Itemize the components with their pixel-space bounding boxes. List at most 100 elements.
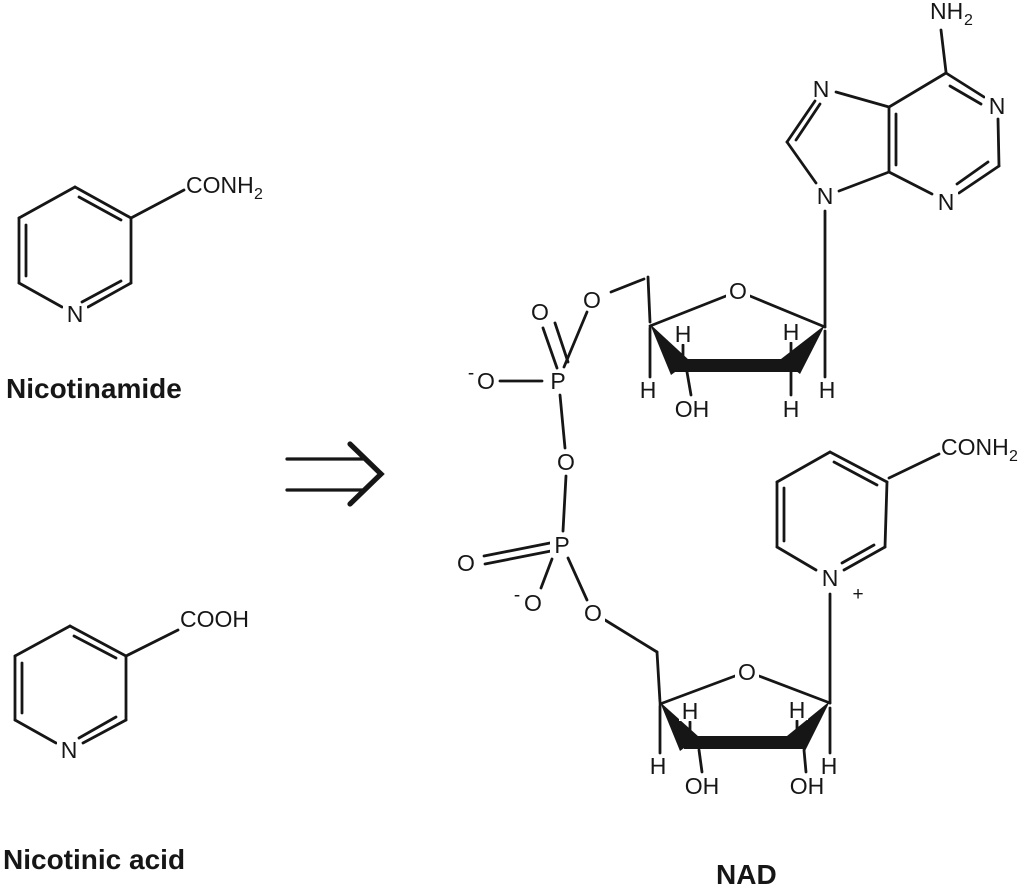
bond (785, 99, 817, 144)
double-bond (77, 715, 118, 740)
bond (17, 185, 77, 220)
label-backdrop (679, 701, 701, 721)
ribose-hydrogen-label: H (819, 377, 836, 403)
bond (561, 474, 568, 533)
wedge-bond (787, 701, 830, 751)
pyrophosphate-bonds (482, 310, 662, 704)
double-bond (80, 279, 123, 304)
pyridinium-nitrogen-label: N (822, 565, 839, 591)
bond (655, 650, 662, 704)
pyridine-ring-bonds (17, 185, 186, 309)
label-backdrop (735, 662, 759, 682)
label-backdrop (474, 371, 498, 391)
double-bond (482, 541, 552, 558)
label-backdrop (637, 380, 659, 400)
bond (603, 618, 659, 654)
amide-group-subscript: 2 (254, 186, 263, 203)
double-bond (948, 84, 983, 106)
pyridine-ring-bonds (13, 624, 180, 745)
label-backdrop (647, 756, 669, 776)
label-backdrop (63, 304, 87, 324)
nicotinic-acid-structure: N COOH Nicotinic acid (3, 606, 249, 875)
label-backdrop (809, 79, 833, 99)
pyridinium-ring-bonds (775, 450, 941, 705)
label-backdrop (780, 399, 802, 419)
charge-plus-label: + (852, 584, 863, 605)
double-bond (483, 549, 553, 566)
bond (957, 164, 1001, 195)
bond (648, 294, 728, 328)
label-backdrop (818, 756, 840, 776)
adenine-n3-label: N (938, 189, 955, 215)
carboxyl-group-label: COOH (180, 606, 249, 632)
wedge-bond (781, 325, 825, 374)
bond (785, 140, 818, 185)
label-backdrop (546, 371, 570, 391)
bond (68, 624, 128, 658)
label-backdrop (818, 568, 842, 588)
label-backdrop (57, 740, 81, 760)
bond (944, 71, 986, 99)
label-backdrop (580, 290, 604, 310)
double-bond (541, 326, 559, 370)
nicotinic-acid-title: Nicotinic acid (3, 844, 185, 875)
label-backdrop (786, 700, 808, 720)
reaction-arrow (285, 441, 385, 507)
nicotinamide-ribose-bonds (658, 674, 832, 774)
bond (887, 71, 948, 109)
bond (828, 450, 889, 484)
double-bond (955, 160, 990, 186)
label-backdrop (682, 776, 722, 796)
hydroxyl-label: OH (685, 773, 720, 799)
amide-group-subscript: 2 (1009, 448, 1018, 465)
charge-minus-label: - (514, 585, 520, 606)
nad-title: NAD (716, 859, 777, 890)
bond (802, 748, 808, 774)
double-bond (77, 195, 123, 222)
phosphoryl-oxygen-label: O (531, 299, 549, 325)
double-bond (794, 102, 822, 142)
bridge-oxygen-label: O (557, 449, 575, 475)
bond (13, 718, 58, 745)
bond (566, 556, 589, 602)
adenosine-ribose-bonds (609, 275, 827, 397)
bold-bond (674, 359, 798, 372)
nad-atom-labels: NH 2 N N N N O O O - O P O P O - O O H H… (457, 0, 1018, 799)
bond (13, 624, 72, 658)
oxide-oxygen-label: O (524, 590, 542, 616)
amide-group-label: CONH (186, 172, 254, 198)
charge-minus-label: - (468, 363, 474, 384)
bond (939, 28, 948, 74)
bond (775, 450, 832, 484)
bond (124, 628, 180, 658)
nad-structure: NH 2 N N N N O O O - O P O P O - O O H H… (454, 0, 1018, 890)
bond (658, 674, 737, 706)
label-backdrop (550, 535, 574, 555)
bond (757, 674, 832, 705)
label-backdrop (528, 302, 552, 322)
adenine-n9-label: N (817, 183, 834, 209)
label-backdrop (554, 452, 578, 472)
double-bond (840, 543, 876, 565)
bond (646, 275, 652, 324)
bond (834, 90, 891, 109)
label-backdrop (454, 553, 478, 573)
bond (748, 294, 827, 329)
double-bond (72, 634, 118, 660)
hydroxyl-label: OH (790, 773, 825, 799)
label-backdrop (672, 324, 694, 344)
bond (73, 185, 133, 220)
label-backdrop (934, 192, 958, 212)
ribose-hydrogen-label: H (682, 698, 699, 724)
nicotinamide-title: Nicotinamide (6, 373, 182, 404)
ribose-ring-oxygen-label: O (738, 659, 756, 685)
ribose-ring-oxygen-label: O (729, 278, 747, 304)
label-backdrop (816, 380, 838, 400)
amine-group-subscript: 2 (964, 12, 973, 29)
hydroxyl-label: OH (675, 396, 710, 422)
nicotinamide-labels: N CONH 2 Nicotinamide (6, 172, 263, 404)
bond (685, 370, 693, 397)
ester-oxygen-label: O (583, 287, 601, 313)
